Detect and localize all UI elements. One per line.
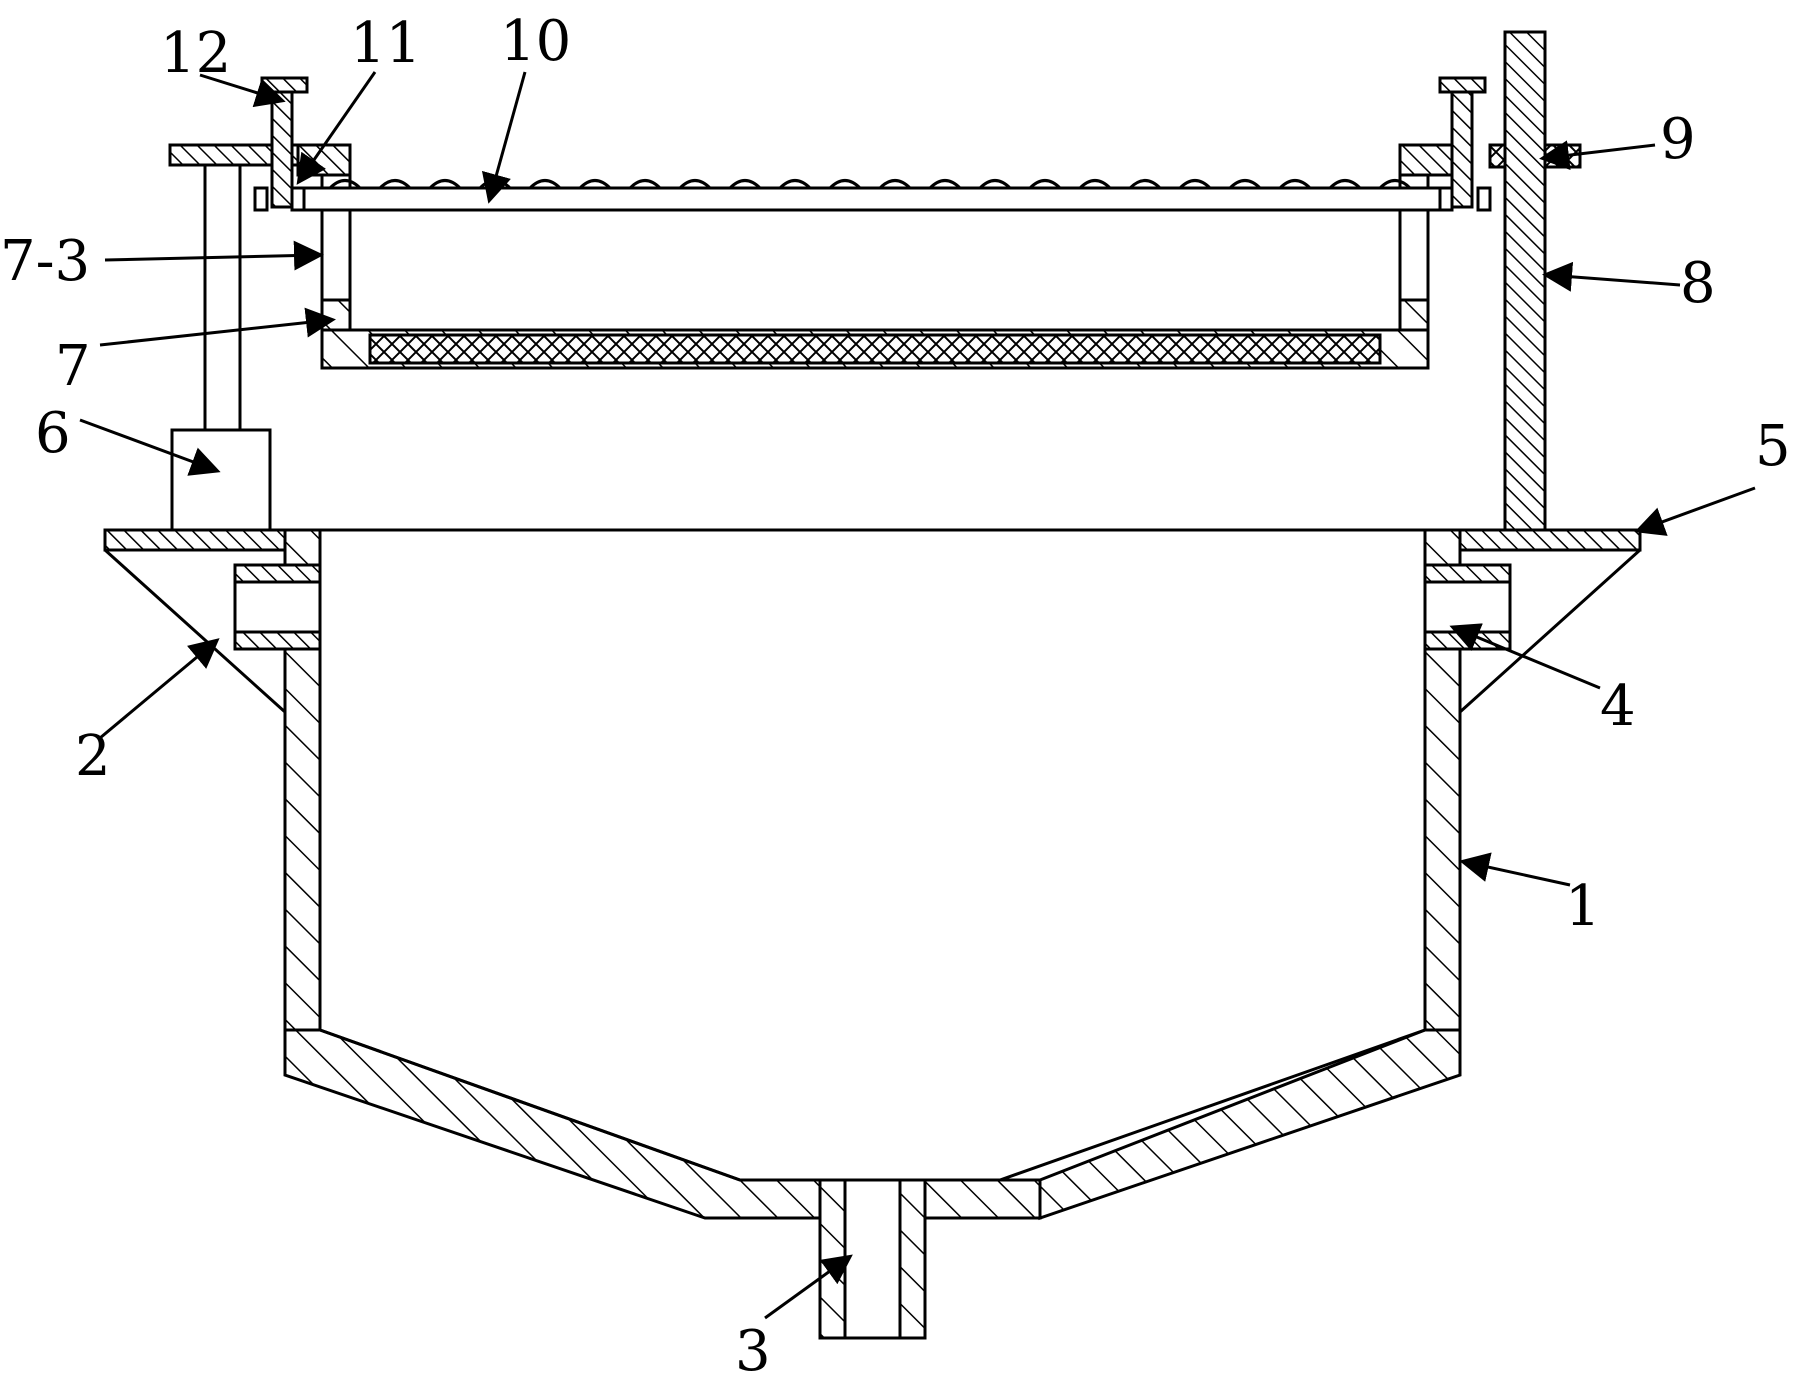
support-plate: [103, 528, 1642, 714]
label-7: 7: [55, 334, 91, 399]
label-11: 11: [350, 11, 421, 76]
filter-basket: [296, 143, 1454, 370]
label-10: 10: [500, 9, 571, 74]
label-4: 4: [1600, 674, 1636, 739]
label-5: 5: [1755, 414, 1791, 479]
lift-cylinder: [168, 143, 342, 532]
locking-bolt-right: [1438, 76, 1492, 212]
leader-lines: [79, 71, 1756, 1320]
vertical-post: [1503, 30, 1547, 532]
clamp-ring-left: [233, 563, 322, 651]
part-labels: 12 11 10 9 8 7-3 7 6 5 4 2 1 3: [0, 9, 1791, 1380]
outlet-pipe: [818, 1178, 927, 1340]
filter-cover: [298, 179, 1447, 212]
label-8: 8: [1680, 251, 1716, 316]
clamp-ring-right: [1423, 563, 1512, 651]
label-2: 2: [75, 724, 111, 789]
tank-body: [283, 528, 1462, 1221]
label-9: 9: [1660, 107, 1696, 172]
label-3: 3: [735, 1319, 771, 1380]
label-7-3: 7-3: [0, 229, 90, 294]
label-12: 12: [160, 21, 231, 86]
label-6: 6: [35, 401, 71, 466]
label-1: 1: [1565, 874, 1601, 939]
